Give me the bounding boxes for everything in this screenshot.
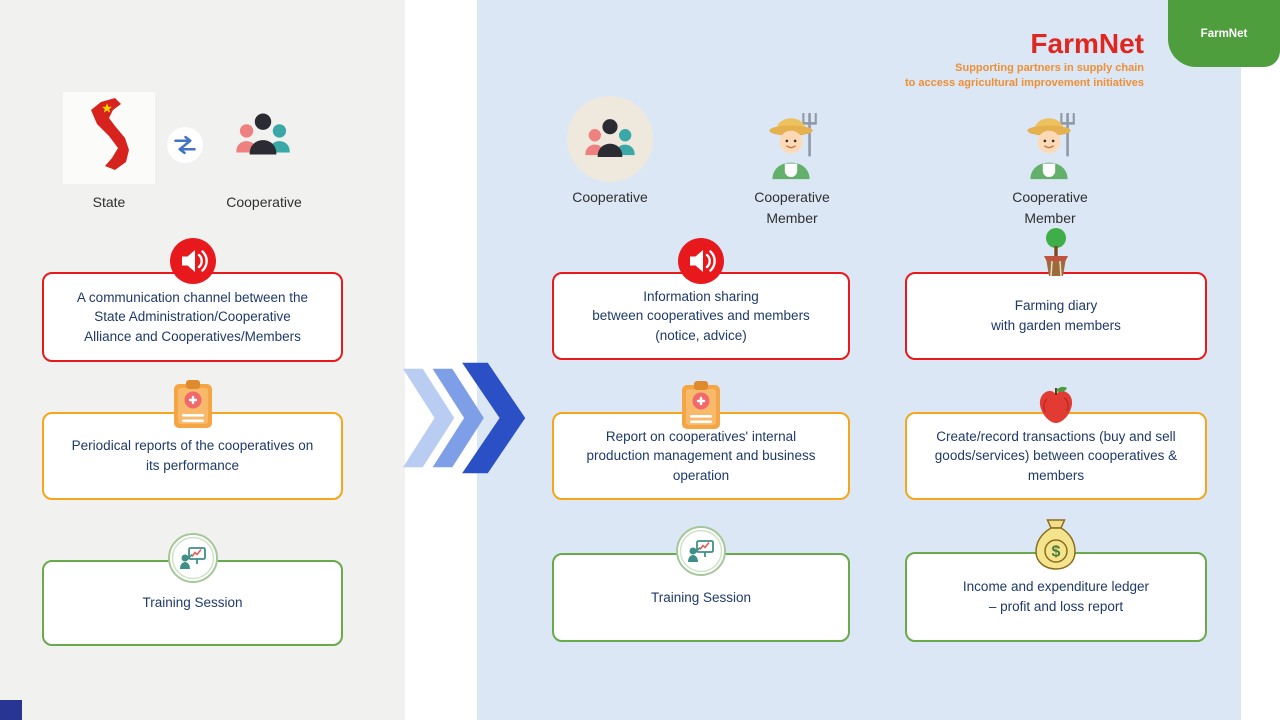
page-title: FarmNet: [1030, 28, 1144, 59]
farmnet-badge-label: FarmNet: [1200, 27, 1248, 40]
people-group-circle: [567, 96, 653, 182]
box-text: Report on cooperatives' internal product…: [586, 428, 816, 483]
speaker-icon: [169, 238, 216, 284]
farmer-icon: [1016, 106, 1082, 182]
box-text: Farming diary with garden members: [991, 298, 1121, 333]
clipboard-icon: [170, 378, 216, 430]
actor-label-cooperative-member: Cooperative Member: [754, 189, 830, 226]
vietnam-map-icon: [63, 92, 155, 184]
chevron-arrows-icon: [403, 362, 541, 474]
money-bag-icon: $: [1031, 516, 1081, 572]
apple-icon: [1033, 384, 1079, 430]
right-box-internal-report: Report on cooperatives' internal product…: [552, 381, 850, 500]
vietnam-map-tile: [63, 92, 155, 184]
right-box-training: Training Session: [552, 526, 850, 642]
box-text: Training Session: [650, 589, 752, 605]
clipboard-icon: [678, 379, 724, 431]
box-text: Periodical reports of the cooperatives o…: [71, 438, 314, 473]
left-box-communication: A communication channel between the Stat…: [42, 238, 343, 362]
box-text: A communication channel between the Stat…: [76, 289, 309, 344]
box-text: Training Session: [142, 595, 243, 611]
training-icon: [675, 525, 727, 577]
svg-text:$: $: [1052, 544, 1061, 561]
box-text: Information sharing between cooperatives…: [592, 288, 810, 343]
left-box-reports: Periodical reports of the cooperatives o…: [42, 380, 343, 500]
actor-label-cooperative-member: Cooperative Member: [1012, 189, 1088, 226]
right-box-information-sharing: Information sharing between cooperatives…: [552, 238, 850, 360]
speaker-icon: [678, 238, 724, 284]
right-box-farming-diary: Farming diary with garden members: [905, 228, 1207, 360]
farmer-icon: [758, 106, 824, 182]
right-box-ledger: $ Income and expenditure ledger – profit…: [905, 519, 1207, 642]
people-group-icon: [574, 103, 646, 175]
farmnet-badge: FarmNet: [1168, 0, 1280, 67]
left-box-training: Training Session: [42, 533, 343, 646]
actor-label-state: State: [92, 194, 126, 210]
plant-icon: [1034, 226, 1078, 278]
page-subtitle: Supporting partners in supply chain to a…: [904, 62, 1144, 90]
exchange-arrows-icon: [166, 126, 204, 164]
actor-label-cooperative: Cooperative: [572, 189, 648, 205]
actor-label-cooperative: Cooperative: [226, 194, 302, 210]
box-text: Income and expenditure ledger – profit a…: [962, 579, 1150, 614]
box-text: Create/record transactions (buy and sell…: [934, 428, 1178, 483]
people-group-icon: [224, 94, 302, 176]
right-box-transactions: Create/record transactions (buy and sell…: [905, 386, 1207, 500]
corner-accent: [0, 700, 22, 720]
training-icon: [167, 532, 219, 584]
